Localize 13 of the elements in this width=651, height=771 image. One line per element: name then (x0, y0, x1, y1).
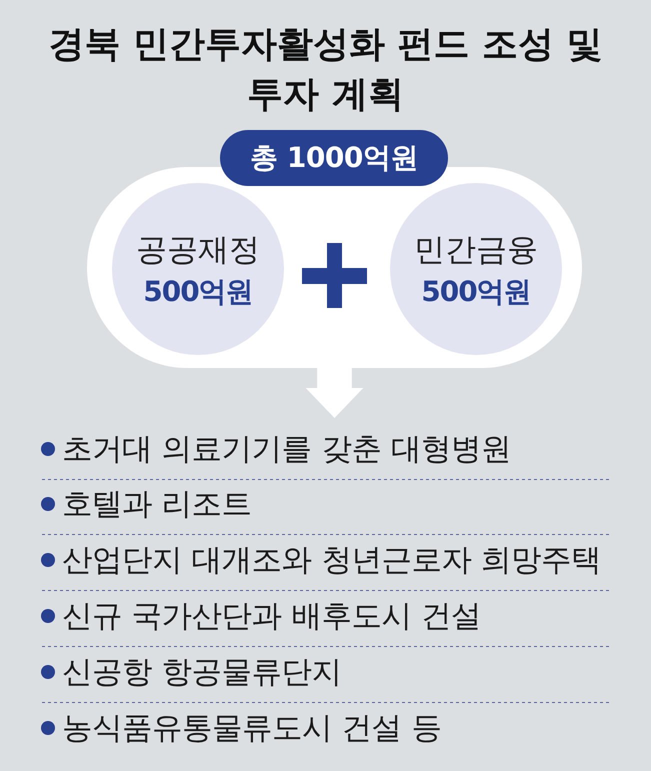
arrow (306, 368, 364, 418)
source-label: 민간금융 (413, 231, 539, 270)
source-label: 공공재정 (135, 231, 261, 270)
title: 경북 민간투자활성화 펀드 조성 및 투자 계획 (47, 23, 604, 117)
list-item: 신공항 항공물류단지 (62, 654, 342, 692)
list-item: 신규 국가산단과 배후도시 건설 (62, 598, 481, 636)
list-item: 농식품유통물류도시 건설 등 (62, 710, 442, 748)
amount-label: 500억원 (420, 274, 532, 310)
list-item: 호텔과 리조트 (62, 486, 252, 524)
list-item: 초거대 의료기기를 갖춘 대형병원 (62, 431, 511, 469)
total-badge: 총 1000억원 (220, 130, 448, 186)
amount-label: 500억원 (142, 274, 254, 310)
list-item: 산업단지 대개조와 청년근로자 희망주택 (62, 542, 601, 580)
